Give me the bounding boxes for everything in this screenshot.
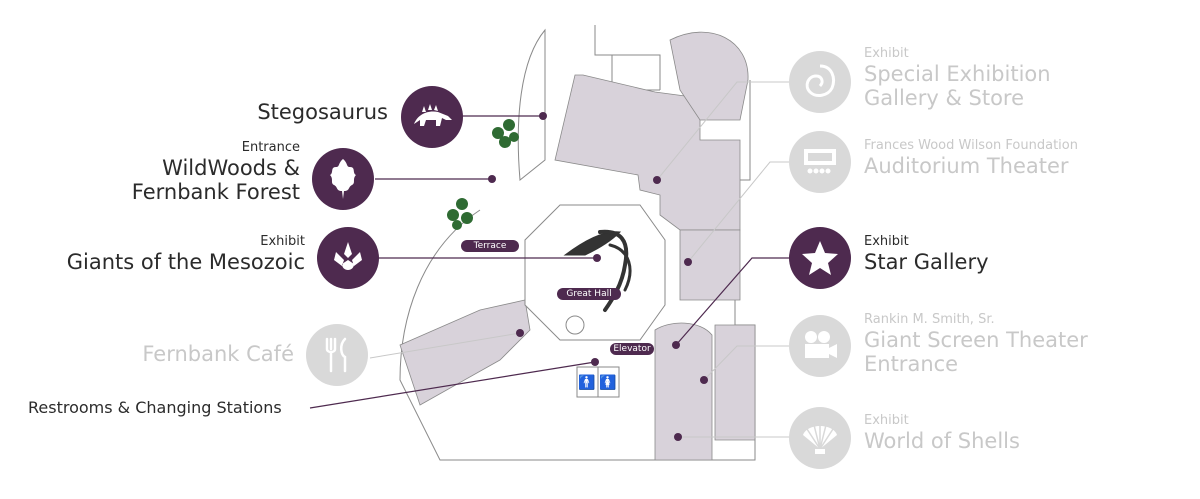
oak-leaf-icon[interactable] bbox=[312, 148, 374, 210]
star-icon[interactable] bbox=[789, 227, 851, 289]
nautilus-shell-icon[interactable] bbox=[789, 51, 851, 113]
stegosaurus-title: Stegosaurus bbox=[257, 100, 388, 124]
men-restroom-icon: 🚹 bbox=[578, 374, 595, 391]
cafe-label[interactable]: Fernbank Café bbox=[142, 342, 294, 366]
giants-title: Giants of the Mesozoic bbox=[66, 249, 305, 274]
theater-stage-icon[interactable] bbox=[789, 131, 851, 193]
dinosaur-footprint-icon[interactable] bbox=[317, 227, 379, 289]
shells-title: World of Shells bbox=[864, 428, 1020, 453]
women-restroom-icon: 🚺 bbox=[599, 374, 616, 391]
fork-knife-icon[interactable] bbox=[306, 324, 368, 386]
wildwoods-title-line1: WildWoods & bbox=[162, 155, 300, 180]
auditorium-label[interactable]: Frances Wood Wilson Foundation Auditoriu… bbox=[864, 138, 1078, 178]
auditorium-room bbox=[679, 229, 741, 301]
cafe-title: Fernbank Café bbox=[142, 342, 294, 366]
giant-screen-label[interactable]: Rankin M. Smith, Sr. Giant Screen Theate… bbox=[864, 312, 1088, 377]
terrace-tag: Terrace bbox=[461, 240, 519, 252]
elevator-tag: Elevator bbox=[610, 343, 654, 355]
scallop-shell-icon[interactable] bbox=[789, 407, 851, 469]
shells-label[interactable]: Exhibit World of Shells bbox=[864, 413, 1020, 453]
special-label[interactable]: Exhibit Special Exhibition Gallery & Sto… bbox=[864, 46, 1051, 111]
auditorium-kicker: Frances Wood Wilson Foundation bbox=[864, 138, 1078, 153]
stegosaurus-icon[interactable] bbox=[401, 86, 463, 148]
location-dots bbox=[488, 112, 708, 441]
upper-rotunda bbox=[669, 31, 749, 121]
great-hall bbox=[524, 204, 666, 341]
shells-kicker: Exhibit bbox=[864, 413, 909, 428]
special-kicker: Exhibit bbox=[864, 46, 909, 61]
giants-label[interactable]: Exhibit Giants of the Mesozoic bbox=[66, 234, 305, 274]
giant-screen-title-line1: Giant Screen Theater bbox=[864, 327, 1088, 352]
wildwoods-kicker: Entrance bbox=[241, 140, 300, 155]
right-wing bbox=[714, 324, 756, 441]
restroom-block: 🚹 🚺 bbox=[576, 366, 620, 398]
dinosaur-skeleton-icon bbox=[563, 229, 632, 312]
stegosaurus-label[interactable]: Stegosaurus bbox=[257, 100, 388, 124]
leader-lines bbox=[309, 115, 790, 409]
star-kicker: Exhibit bbox=[864, 234, 909, 249]
star-label[interactable]: Exhibit Star Gallery bbox=[864, 234, 989, 274]
great-hall-tag: Great Hall bbox=[557, 288, 621, 300]
wildwoods-label[interactable]: Entrance WildWoods & Fernbank Forest bbox=[131, 140, 300, 205]
movie-camera-icon[interactable] bbox=[789, 315, 851, 377]
giant-screen-room bbox=[654, 322, 713, 461]
special-title-line1: Special Exhibition bbox=[864, 61, 1051, 86]
giant-screen-title-line2: Entrance bbox=[864, 352, 959, 377]
wildwoods-title-line2: Fernbank Forest bbox=[131, 180, 300, 205]
auditorium-title: Auditorium Theater bbox=[864, 153, 1069, 178]
giant-screen-kicker: Rankin M. Smith, Sr. bbox=[864, 312, 995, 327]
trees bbox=[447, 119, 519, 230]
restrooms-title: Restrooms & Changing Stations bbox=[28, 398, 282, 417]
leader-lines-faded bbox=[369, 81, 790, 438]
rooms bbox=[399, 31, 756, 461]
giants-kicker: Exhibit bbox=[260, 234, 305, 249]
special-title-line2: Gallery & Store bbox=[864, 86, 1025, 111]
restrooms-label[interactable]: Restrooms & Changing Stations bbox=[28, 398, 282, 417]
star-title: Star Gallery bbox=[864, 249, 989, 274]
cafe-room bbox=[399, 299, 531, 406]
